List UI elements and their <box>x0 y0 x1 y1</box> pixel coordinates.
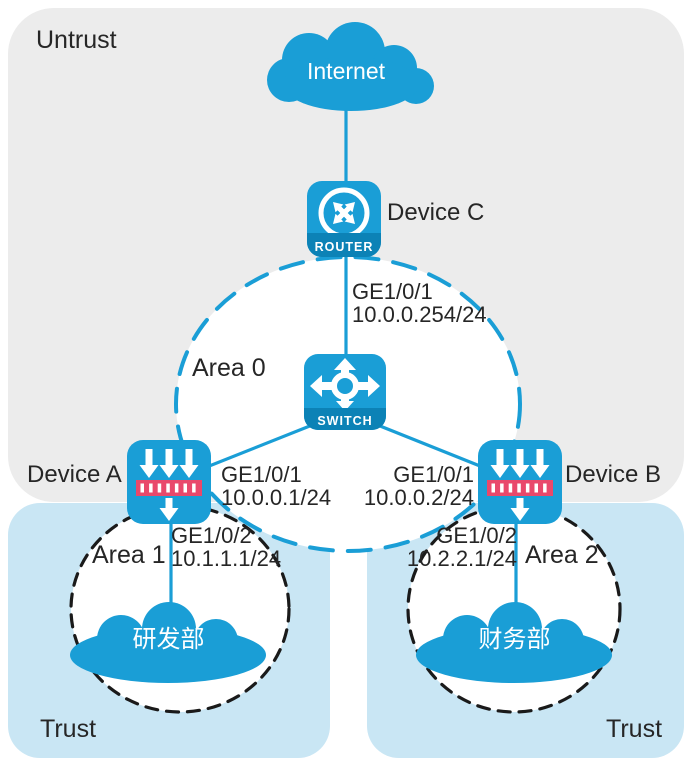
switch-icon-label: SWITCH <box>317 414 372 428</box>
device-a-label: Device A <box>27 461 122 488</box>
area1-label: Area 1 <box>92 541 166 569</box>
device-c-downlink-label: GE1/0/1 10.0.0.254/24 <box>352 280 487 326</box>
device-b-label: Device B <box>565 461 662 488</box>
zone-untrust-label: Untrust <box>36 26 117 54</box>
firewall-icon-device-a <box>127 440 211 524</box>
device-a-ge101-label: GE1/0/1 10.0.0.1/24 <box>221 463 331 509</box>
interface-port: GE1/0/1 <box>221 462 302 487</box>
interface-ip: 10.0.0.2/24 <box>363 485 474 510</box>
firewall-arrows-glyph <box>139 449 199 521</box>
internet-label: Internet <box>307 58 385 84</box>
switch-icon: SWITCH <box>304 354 386 430</box>
router-icon-device-c: ROUTER <box>307 181 381 257</box>
switch-arrows-glyph <box>310 358 380 411</box>
rd-dept-label: 研发部 <box>132 626 205 653</box>
interface-ip: 10.0.0.254/24 <box>352 302 487 327</box>
area0-label: Area 0 <box>192 354 266 382</box>
interface-ip: 10.0.0.1/24 <box>221 485 332 510</box>
interface-ip: 10.2.2.1/24 <box>406 546 517 571</box>
device-b-ge102-label: GE1/0/2 10.2.2.1/24 <box>395 524 517 570</box>
router-icon-label: ROUTER <box>315 240 374 254</box>
interface-port: GE1/0/2 <box>436 523 517 548</box>
device-a-ge102-label: GE1/0/2 10.1.1.1/24 <box>171 524 281 570</box>
zone-trust-left-label: Trust <box>40 715 97 743</box>
device-c-label: Device C <box>387 199 485 226</box>
finance-dept-cloud-icon <box>416 602 612 683</box>
internet-cloud-icon <box>267 22 434 111</box>
router-arrows-glyph <box>333 202 355 224</box>
area2-label: Area 2 <box>525 541 599 569</box>
zone-trust-right-label: Trust <box>606 715 663 743</box>
firewall-icon-device-b <box>478 440 562 524</box>
finance-dept-label: 财务部 <box>478 626 551 653</box>
interface-port: GE1/0/1 <box>393 462 474 487</box>
interface-ip: 10.1.1.1/24 <box>171 546 282 571</box>
device-b-ge101-label: GE1/0/1 10.0.0.2/24 <box>340 463 474 509</box>
interface-port: GE1/0/2 <box>171 523 252 548</box>
interface-port: GE1/0/1 <box>352 279 433 304</box>
rd-dept-cloud-icon <box>70 602 266 683</box>
